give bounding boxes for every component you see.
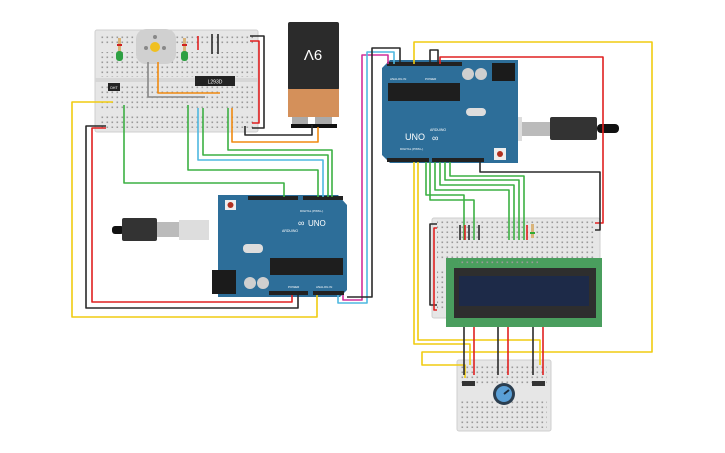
wire-green[interactable] [187, 105, 319, 197]
power-label: POWER [425, 77, 437, 81]
sensor-label: DHT [110, 86, 118, 90]
wire-gray[interactable] [147, 62, 205, 98]
motor-gear-icon [150, 42, 160, 52]
board-model: UNO [405, 132, 425, 142]
wire-yellow[interactable] [413, 41, 653, 378]
wires [71, 34, 653, 378]
wire-yellow[interactable] [417, 162, 541, 365]
chip-label: L293D [208, 80, 223, 86]
wire-green[interactable] [425, 162, 465, 240]
resistor-3[interactable] [530, 224, 535, 238]
analog-label: ANALOG IN [390, 77, 406, 81]
digital-label: DIGITAL (PWM~) [400, 147, 423, 151]
temperature-sensor[interactable]: DHT [108, 83, 120, 91]
wire-green[interactable] [123, 105, 285, 197]
lcd-screen [459, 276, 589, 306]
power-header[interactable] [269, 291, 308, 295]
microcontroller-chip [270, 258, 343, 275]
analog-header[interactable] [387, 62, 425, 66]
dc-motor[interactable] [136, 29, 176, 64]
wire-green[interactable] [434, 162, 510, 240]
digital-label: DIGITAL (PWM~) [300, 209, 323, 213]
power-jack [212, 270, 236, 294]
wire-blue[interactable] [197, 108, 324, 197]
board-brand: ARDUINO [282, 229, 298, 233]
wire-green[interactable] [202, 108, 329, 197]
potentiometer[interactable] [493, 383, 515, 405]
wire-yellow[interactable] [413, 162, 471, 365]
wire-red[interactable] [250, 40, 260, 124]
power-header[interactable] [422, 62, 462, 66]
microcontroller-chip [388, 83, 460, 101]
led-green-1[interactable] [116, 51, 123, 61]
analog-header[interactable] [313, 291, 344, 295]
resistor-2[interactable] [182, 38, 187, 52]
slide-switch-left[interactable] [462, 381, 475, 386]
wire-green[interactable] [227, 108, 333, 197]
wire-green[interactable] [444, 162, 520, 240]
wire-orange[interactable] [157, 62, 220, 94]
arduino-logo-icon: ∞ [432, 133, 438, 143]
wire-green[interactable] [439, 162, 515, 240]
breadboard-top-left[interactable] [94, 29, 259, 133]
lcd-pins [458, 260, 538, 264]
battery-label: 9V [304, 46, 322, 63]
board-model: UNO [308, 219, 326, 228]
lcd-16x2[interactable] [446, 258, 602, 327]
wire-black[interactable] [244, 125, 313, 136]
power-jack [492, 63, 515, 81]
wire-orange[interactable] [231, 108, 319, 143]
digital-header[interactable] [387, 158, 429, 162]
wire-black[interactable] [429, 49, 439, 62]
arduino-uno-right[interactable]: UNO ARDUINO DIGITAL (PWM~) ANALOG IN POW… [382, 60, 518, 163]
wire-black[interactable] [250, 35, 265, 129]
arduino-logo-icon: ∞ [298, 218, 304, 228]
digital-header[interactable] [248, 196, 298, 200]
wire-magenta[interactable] [342, 54, 389, 301]
wire-yellow[interactable] [71, 101, 318, 318]
analog-label: ANALOG IN [316, 285, 332, 289]
slide-switch-right[interactable] [532, 381, 545, 386]
motor-driver-chip[interactable]: L293D [195, 76, 235, 86]
led-green-2[interactable] [181, 51, 188, 61]
wire-black[interactable] [85, 125, 299, 309]
wire-blue[interactable] [337, 51, 395, 304]
wire-green[interactable] [429, 162, 475, 240]
arduino-uno-left[interactable]: UNO ARDUINO DIGITAL (PWM~) ANALOG IN POW… [212, 195, 347, 297]
resistor-1[interactable] [117, 38, 122, 52]
wire-green[interactable] [449, 162, 525, 240]
board-brand: ARDUINO [430, 128, 446, 132]
usb-cable-left[interactable] [112, 218, 209, 241]
wire-black[interactable] [479, 162, 601, 231]
power-label: POWER [288, 285, 300, 289]
wire-black[interactable] [347, 47, 401, 298]
wire-red[interactable] [91, 127, 293, 303]
wire-red[interactable] [433, 227, 437, 311]
battery-9v[interactable]: 9V [288, 22, 339, 128]
